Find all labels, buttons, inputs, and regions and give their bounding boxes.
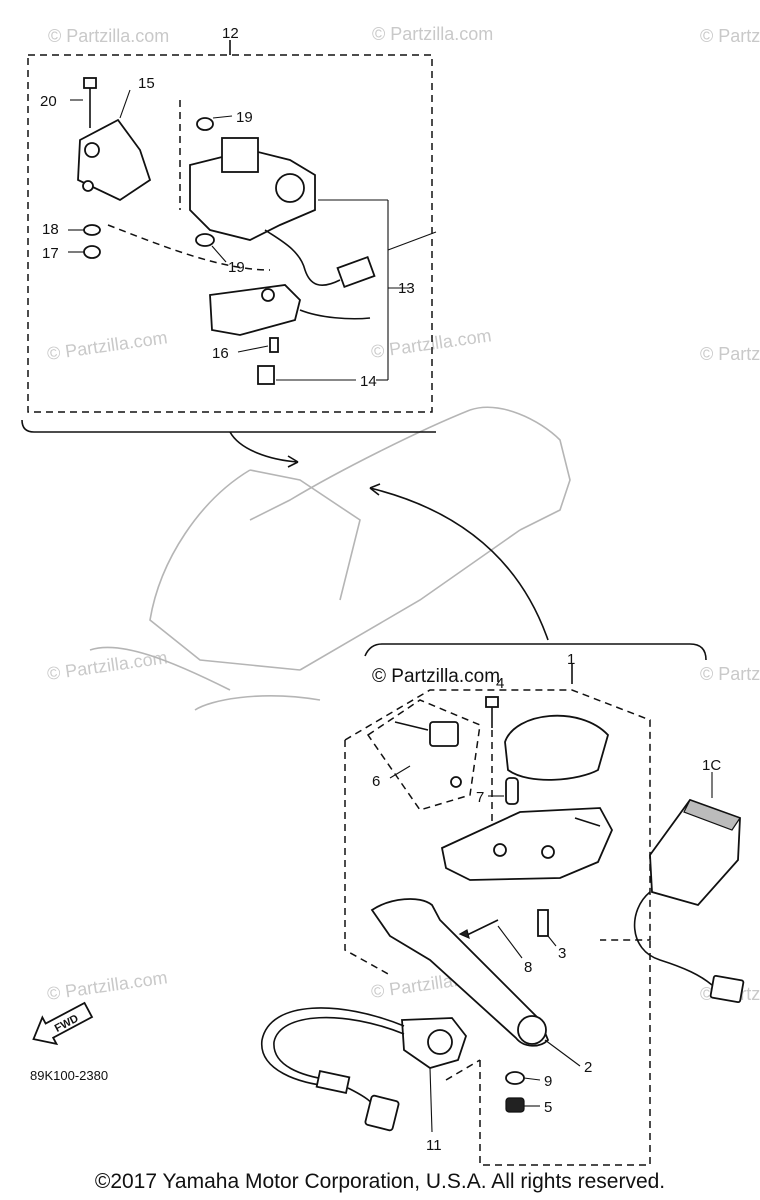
brake-lever-panel: © Partzilla.com 1 6 4 7 2	[261, 643, 745, 1166]
diagram-code: 89K100-2380	[30, 1068, 108, 1083]
callout-18: 18	[42, 221, 59, 238]
location-leaders	[229, 431, 549, 641]
throttle-housing-panel: 12 20 15 18 17 19 19	[21, 25, 437, 433]
callout-8: 8	[524, 959, 532, 976]
watermark: © Partzilla.com	[46, 647, 169, 684]
watermark: © Partzilla.com	[700, 664, 760, 684]
watermark: © Partzilla.com	[372, 24, 493, 44]
callout-11: 11	[426, 1137, 442, 1154]
callout-5: 5	[544, 1099, 552, 1116]
callout-6: 6	[372, 773, 380, 790]
callout-9: 9	[544, 1073, 552, 1090]
callout-13: 13	[398, 280, 415, 297]
callout-14: 14	[360, 373, 377, 390]
callout-16: 16	[212, 345, 229, 362]
forward-arrow-icon: FWD	[32, 1001, 94, 1046]
watermark: © Partzilla.com	[48, 26, 169, 46]
watermark: © Partzilla.com	[46, 327, 169, 364]
master-cylinder	[440, 807, 614, 881]
copyright-notice: ©2017 Yamaha Motor Corporation, U.S.A. A…	[95, 1170, 665, 1193]
watermark: © Partzilla.com	[700, 26, 760, 46]
brake-lever	[370, 898, 550, 1047]
callout-4: 4	[496, 675, 504, 692]
watermark-bold: © Partzilla.com	[372, 666, 500, 687]
callout-17: 17	[42, 245, 59, 262]
callout-20: 20	[40, 93, 57, 110]
bracket	[77, 118, 152, 202]
cover	[504, 714, 610, 781]
bolt-head	[83, 77, 97, 89]
snowmobile-silhouette	[89, 406, 571, 711]
callout-7: 7	[476, 789, 484, 806]
switch-block	[429, 721, 459, 747]
callout-1c: 1C	[702, 757, 721, 774]
callout-1: 1	[567, 651, 575, 668]
watermark: © Partzilla.com	[46, 967, 169, 1004]
callout-15: 15	[138, 75, 155, 92]
callout-3: 3	[558, 945, 566, 962]
switch-plate	[209, 284, 301, 336]
callout-19-top: 19	[236, 109, 253, 126]
fwd-label: FWD	[53, 1013, 81, 1035]
callout-12: 12	[222, 25, 239, 42]
callout-2: 2	[584, 1059, 592, 1076]
watermark: © Partzilla.com	[700, 344, 760, 364]
